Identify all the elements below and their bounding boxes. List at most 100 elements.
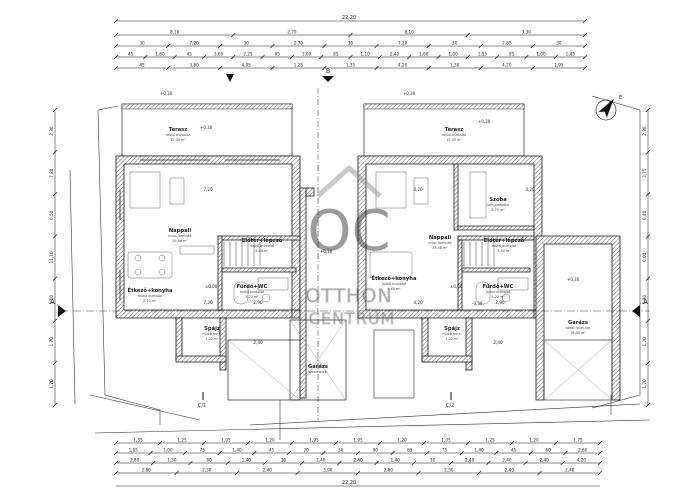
dimension-label: 30: [348, 41, 354, 46]
dimension-label: 1,40: [474, 448, 484, 453]
dimension-label: 2,40: [465, 458, 475, 463]
dimension-tick: [597, 470, 603, 476]
dimension-tick: [113, 54, 119, 60]
dimension-label: 2,80: [384, 468, 394, 473]
dimension-label: 75: [442, 448, 448, 453]
dimension-tick: [174, 470, 179, 476]
dimension-label: 1,20: [642, 337, 647, 347]
left-terrace: [121, 103, 293, 157]
dimension-tick: [582, 54, 588, 60]
dimension-label: 4,05: [242, 63, 252, 68]
dimension-label: 75: [200, 448, 206, 453]
center-entrance: [289, 88, 347, 420]
dimension-tick: [295, 470, 300, 476]
dimension-tick: [582, 65, 588, 71]
svg-text:mûkő burkolat: mûkő burkolat: [166, 133, 191, 137]
dimension-label: 80: [206, 458, 212, 463]
dimension-tick: [217, 450, 222, 456]
dimension-tick: [225, 460, 230, 466]
room-name: Spájz: [444, 325, 460, 332]
dimension-tick: [377, 54, 383, 60]
dimension-tick: [289, 54, 295, 60]
right-garage-floor: [543, 339, 613, 401]
svg-text:2,90: 2,90: [253, 300, 263, 305]
dimension-label: 1,70: [49, 379, 54, 389]
dimension-tick: [560, 460, 566, 466]
dimension-label: 2,30: [49, 126, 54, 136]
dimension-tick: [424, 450, 430, 456]
dimension-tick: [113, 440, 119, 446]
dimension-tick: [523, 460, 528, 466]
dimension-label: 1,00: [536, 52, 546, 57]
section-a-right: A: [643, 298, 648, 306]
site-boundary: [69, 95, 651, 440]
svg-text:8,70 m²: 8,70 m²: [491, 208, 505, 212]
dimension-label: 6,40: [642, 210, 647, 220]
dimension-label: 2,30: [202, 468, 212, 473]
north-arrow-icon: [595, 98, 617, 121]
dimension-tick: [234, 470, 240, 476]
dimension-label: 45: [139, 63, 145, 68]
dimension-tick: [172, 54, 177, 60]
dimension-label: 1,05: [441, 438, 451, 443]
dimension-tick: [231, 32, 236, 38]
section-a-left: A: [50, 298, 55, 306]
svg-text:5,22 m²: 5,22 m²: [491, 295, 505, 299]
watermark-line2: CENTRUM: [309, 309, 396, 328]
dimension-tick: [426, 43, 431, 49]
svg-text:7,20: 7,20: [203, 187, 213, 192]
dimension-tick: [113, 450, 119, 456]
dimension-tick: [348, 54, 353, 60]
room-name: Terasz: [445, 127, 464, 133]
svg-text:±0,00: ±0,00: [450, 284, 463, 289]
dimension-label: 1,35: [346, 63, 356, 68]
dimension-tick: [286, 450, 292, 456]
dimension-tick: [406, 54, 412, 60]
dimension-tick: [231, 54, 236, 60]
dimension-tick: [530, 43, 536, 49]
svg-text:mûkő burkolat: mûkő burkolat: [492, 244, 517, 248]
dimension-label: 1,10: [360, 52, 370, 57]
dimension-tick: [165, 65, 171, 71]
dimension-label: 1,70: [642, 379, 647, 389]
otthon-centrum-watermark: OC OTTHON CENTRUM: [305, 165, 396, 328]
right-room-labels: Terasz mûkő burkolat 15,00 m² Szoba lam.…: [372, 127, 591, 341]
dimension-tick: [530, 65, 536, 71]
dimension-label: 6,00: [642, 253, 647, 263]
dimension-label: 85: [509, 52, 515, 57]
dimension-tick: [113, 43, 119, 49]
svg-text:mûa. laminált: mûa. laminált: [168, 234, 192, 238]
dimension-label: 2,80: [142, 468, 152, 473]
dimension-tick: [465, 440, 471, 446]
dimension-tick: [465, 54, 470, 60]
dimension-label: 45: [187, 52, 193, 57]
svg-text:18,00 m²: 18,00 m²: [570, 331, 586, 335]
svg-text:15,00 m²: 15,00 m²: [170, 138, 186, 142]
dimension-tick: [537, 470, 542, 476]
dimension-label: 1,45: [566, 52, 576, 57]
svg-text:mûkő burkolat: mûkő burkolat: [250, 244, 275, 248]
dimension-tick: [148, 450, 153, 456]
svg-text:4,20: 4,20: [413, 187, 423, 192]
dimension-label: 2,80: [130, 458, 140, 463]
svg-text:2,40: 2,40: [493, 340, 503, 345]
dimension-label: 6,50: [49, 210, 54, 220]
dimension-tick: [563, 450, 568, 456]
svg-text:mûkő burkolat: mûkő burkolat: [138, 294, 163, 298]
svg-text:2,40: 2,40: [253, 340, 263, 345]
right-furniture: [369, 171, 529, 305]
dimension-tick: [252, 450, 257, 456]
dimension-tick: [113, 460, 119, 466]
dimension-label: 2,40: [539, 458, 549, 463]
dimension-label: 30: [452, 41, 458, 46]
watermark-letters: OC: [307, 199, 390, 264]
room-name: Szoba: [489, 197, 507, 203]
svg-text:mûa. laminált: mûa. laminált: [428, 241, 452, 245]
dimension-label: 1,25: [177, 438, 187, 443]
dimension-tick: [436, 54, 441, 60]
dimension-label: 2,40: [316, 458, 326, 463]
room-name: Nappali: [169, 228, 192, 234]
dimension-label: 2,30: [444, 468, 454, 473]
dimension-tick: [143, 54, 148, 60]
